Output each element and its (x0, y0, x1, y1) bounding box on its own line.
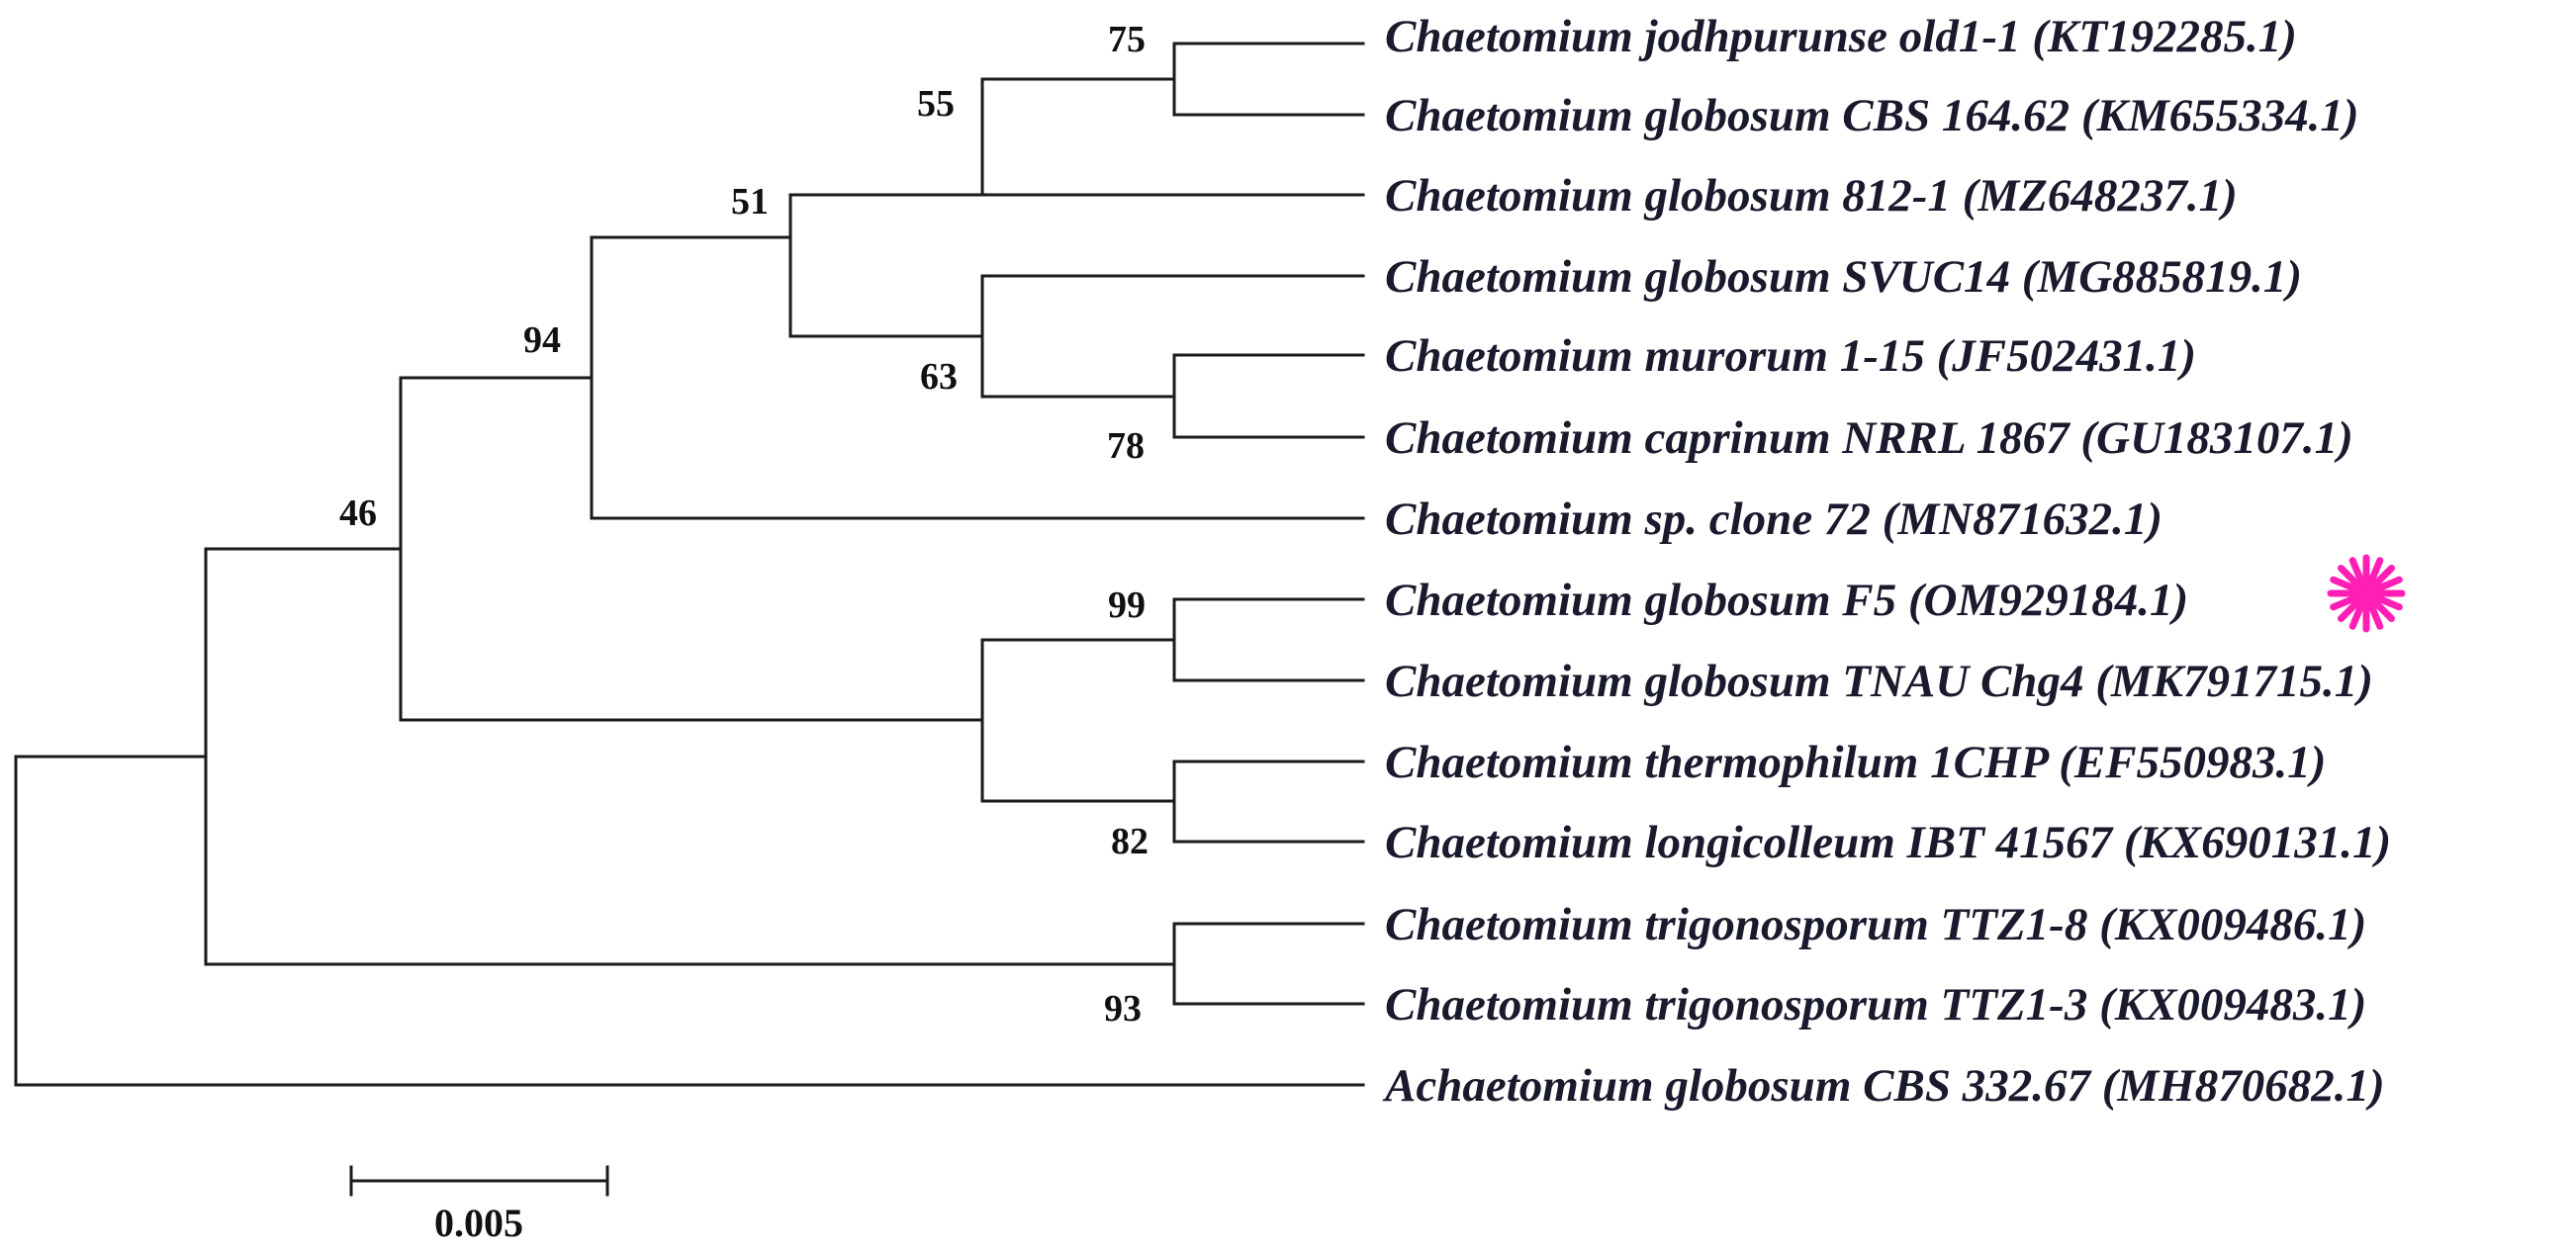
taxon-label: Chaetomium trigonosporum TTZ1-8 (KX00948… (1385, 899, 2366, 950)
taxon-label: Chaetomium longicolleum IBT 41567 (KX690… (1385, 817, 2391, 868)
taxon-label: Chaetomium caprinum NRRL 1867 (GU183107.… (1385, 412, 2353, 464)
bootstrap-label: 51 (731, 181, 769, 223)
bootstrap-label: 93 (1104, 988, 1142, 1030)
taxon-label: Achaetomium globosum CBS 332.67 (MH87068… (1382, 1060, 2385, 1112)
bootstrap-label: 75 (1108, 19, 1146, 60)
taxon-label: Chaetomium thermophilum 1CHP (EF550983.1… (1385, 737, 2326, 788)
taxon-label: Chaetomium murorum 1-15 (JF502431.1) (1385, 330, 2196, 382)
tree-branches (14, 42, 1365, 1087)
bootstrap-label: 99 (1108, 584, 1146, 626)
taxon-labels: Chaetomium jodhpurunse old1-1 (KT192285.… (1382, 11, 2391, 1112)
bootstrap-label: 46 (339, 493, 377, 534)
taxon-label: Chaetomium globosum TNAU Chg4 (MK791715.… (1385, 656, 2373, 707)
bootstrap-label: 78 (1107, 425, 1145, 467)
asterisk-ray (2330, 576, 2403, 611)
taxon-label: Chaetomium globosum CBS 164.62 (KM655334… (1385, 90, 2359, 141)
scale-bar-label: 0.005 (434, 1201, 523, 1245)
bootstrap-label: 94 (523, 319, 561, 361)
taxon-label: Chaetomium sp. clone 72 (MN871632.1) (1385, 493, 2162, 545)
taxon-label: Chaetomium trigonosporum TTZ1-3 (KX00948… (1385, 979, 2366, 1031)
taxon-label: Chaetomium globosum 812-1 (MZ648237.1) (1385, 170, 2238, 222)
bootstrap-label: 82 (1111, 821, 1149, 862)
bootstrap-label: 55 (917, 83, 955, 125)
taxon-label-highlighted: Chaetomium globosum F5 (OM929184.1) (1385, 575, 2188, 626)
bootstrap-values: 75 55 51 78 63 94 99 82 46 93 (339, 19, 1149, 1030)
taxon-label: Chaetomium globosum SVUC14 (MG885819.1) (1385, 251, 2302, 303)
taxon-label: Chaetomium jodhpurunse old1-1 (KT192285.… (1385, 11, 2297, 62)
bootstrap-label: 63 (920, 356, 958, 398)
scale-bar: 0.005 (349, 1165, 609, 1245)
asterisk-icon (2327, 554, 2406, 633)
